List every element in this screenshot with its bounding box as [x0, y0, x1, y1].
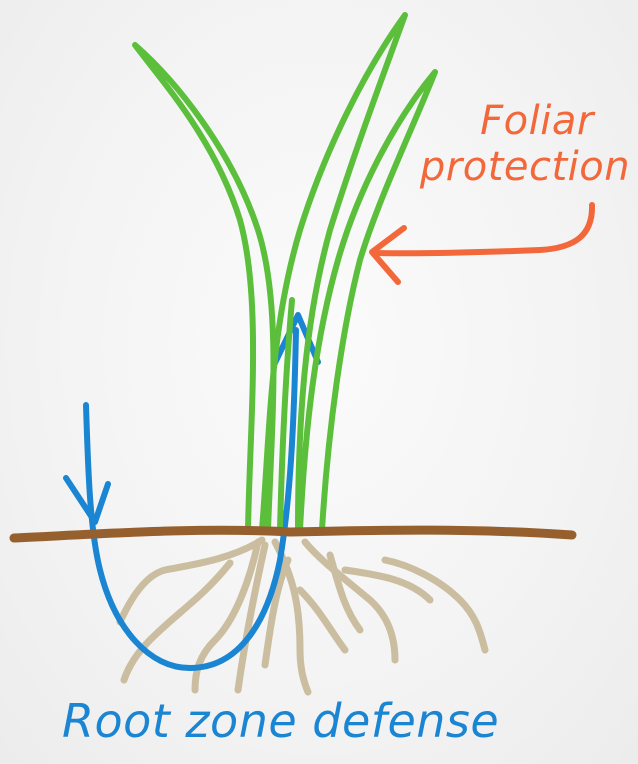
- foliar-arrow-path: [375, 205, 592, 253]
- foliar-label-line-1: Foliar: [418, 98, 638, 144]
- root-left-1: [120, 540, 262, 622]
- soil-line: [14, 530, 572, 538]
- root-zone-defense-label: Root zone defense: [62, 693, 532, 749]
- leaf-left: [135, 45, 274, 530]
- foliar-arrow: [372, 205, 592, 282]
- root-mid-4: [300, 590, 345, 650]
- foliar-protection-label: Foliar protection: [418, 98, 638, 190]
- root-right-1: [305, 542, 395, 660]
- foliar-label-line-2: protection: [412, 144, 638, 190]
- leaf-right: [300, 72, 435, 530]
- root-right-3: [385, 560, 485, 650]
